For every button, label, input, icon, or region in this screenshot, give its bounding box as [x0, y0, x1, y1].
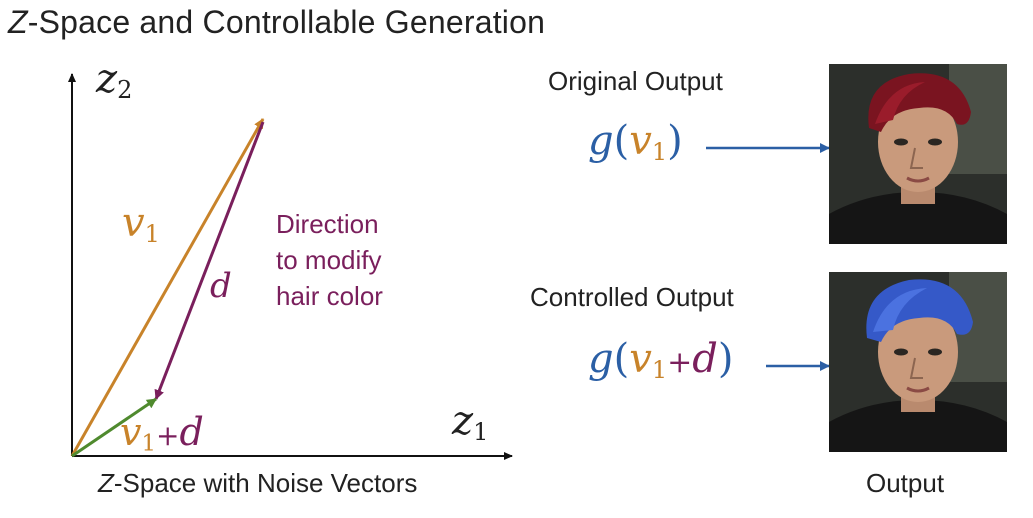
direction-note-line-3: hair color — [276, 281, 383, 311]
x-axis-label: z1 — [452, 398, 489, 446]
direction-note-line-1: Direction — [276, 209, 379, 239]
vector-d — [154, 121, 265, 400]
title-prefix: Z — [8, 4, 28, 40]
original-output-heading: Original Output — [548, 66, 723, 96]
direction-note: Direction to modify hair color — [276, 206, 383, 314]
direction-note-line-2: to modify — [276, 245, 382, 275]
z-space-caption: Z-Space with Noise Vectors — [98, 468, 418, 498]
controlled-output-heading: Controlled Output — [530, 282, 734, 312]
portrait-controlled — [829, 272, 1007, 452]
v1-label: v1 — [122, 200, 160, 248]
y-axis-label: z2 — [96, 56, 133, 104]
portrait-original — [829, 64, 1007, 244]
original-expression: g(v1) — [588, 118, 683, 166]
d-label: d — [210, 266, 232, 306]
portrait-controlled-icon — [829, 272, 1007, 452]
page-title: Z-Space and Controllable Generation — [8, 4, 545, 41]
v1-plus-d-label: v1+d — [120, 410, 204, 457]
title-rest: -Space and Controllable Generation — [27, 4, 546, 40]
vector-v1 — [70, 118, 265, 457]
controlled-expression: g(v1+d) — [588, 336, 734, 384]
vector-v1-plus-d — [71, 397, 157, 458]
output-caption: Output — [866, 468, 945, 498]
portrait-original-icon — [829, 64, 1007, 244]
